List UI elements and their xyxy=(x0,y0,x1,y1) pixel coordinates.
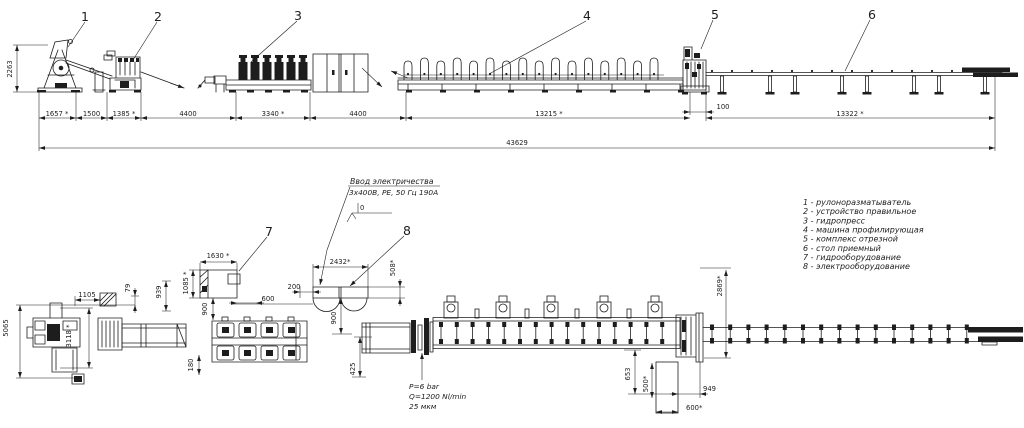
dim-949: 949 xyxy=(703,385,716,393)
uncoiler-side xyxy=(37,39,113,93)
air-note-filter: 25 мкм xyxy=(409,402,437,411)
leader-lines xyxy=(67,19,871,380)
conveyor-plan xyxy=(702,324,1023,346)
straightener-plan xyxy=(97,317,123,351)
straightener-side xyxy=(92,50,185,93)
entry-table-plan xyxy=(361,318,434,355)
legend-item-4: 4 - машина профилирующая xyxy=(803,226,924,235)
legend-item-2: 2 - устройство правильное xyxy=(803,207,916,216)
dim-5065: 5065 xyxy=(2,319,10,336)
hatched-box-plan xyxy=(99,292,117,307)
hydropress-plan xyxy=(211,316,308,363)
electrical-cabinet-plan xyxy=(312,286,369,312)
scrap-bin-plan xyxy=(655,361,679,414)
dim-900-left: 900 xyxy=(201,303,209,316)
power-note-spec: 3x400В, PE, 50 Гц 190А xyxy=(349,188,438,197)
rollformer-side xyxy=(397,57,684,93)
dim-1085: 1085 * xyxy=(182,271,190,294)
dim-2432: 2432* xyxy=(330,258,351,266)
legend-item-5: 5 - комплекс отрезной xyxy=(803,235,898,244)
dim-3340: 3340 * xyxy=(262,110,285,118)
datum-label: 0 xyxy=(360,204,364,212)
frame-plan xyxy=(121,323,187,348)
top-view: 1 2 3 4 5 6 2263 1657 * 1500 1385 * 4400… xyxy=(6,7,1018,151)
legend-item-3: 3 - гидропресс xyxy=(803,216,866,225)
dim-600-right: 600* xyxy=(686,404,703,412)
dim-653: 653 xyxy=(624,368,632,381)
hydraulic-unit-plan xyxy=(199,269,241,299)
cabinet-side xyxy=(312,53,369,93)
legend-item-7: 7 - гидрооборудование xyxy=(803,253,901,262)
datum-symbol: 0 xyxy=(346,203,392,223)
dim-939: 939 xyxy=(155,286,163,299)
legend-item-6: 6 - стол приемный xyxy=(803,244,881,253)
dim-180: 180 xyxy=(187,359,195,372)
part-label-5: 5 xyxy=(711,7,719,22)
dim-height-2263: 2263 xyxy=(6,60,14,77)
dim-508: 508* xyxy=(389,259,397,276)
cutter-plan xyxy=(675,312,704,363)
dim-13322: 13322 * xyxy=(836,110,864,118)
part-label-7: 7 xyxy=(265,224,273,239)
dim-4400-a: 4400 xyxy=(179,110,196,118)
dim-2869: 2869* xyxy=(716,275,724,296)
rollformer-plan xyxy=(432,295,681,349)
air-note-flow: Q=1200 Nl/min xyxy=(409,392,466,401)
cutter-side xyxy=(680,46,710,95)
dim-13215: 13215 * xyxy=(535,110,563,118)
dim-1385: 1385 * xyxy=(113,110,136,118)
dim-3118: 3118 * xyxy=(65,324,73,347)
part-label-6: 6 xyxy=(868,7,876,22)
dim-79: 79 xyxy=(124,284,132,293)
part-label-3: 3 xyxy=(294,8,302,23)
uncoiler-plan xyxy=(26,302,85,385)
legend-item-1: 1 - рулоноразматыватель xyxy=(803,198,911,207)
dim-1630: 1630 * xyxy=(207,252,230,260)
part-label-4: 4 xyxy=(583,8,591,23)
top-dimension-lines xyxy=(15,45,995,150)
part-label-8: 8 xyxy=(403,223,411,238)
power-note-title: Ввод электричества xyxy=(350,177,434,186)
part-label-1: 1 xyxy=(81,9,89,24)
plan-dimension-lines xyxy=(18,260,728,414)
plan-view: 0 7 8 Ввод электричества 3x400В, PE, 50 … xyxy=(2,19,1023,414)
receiving-table-side xyxy=(705,67,1018,95)
hydropress-side xyxy=(197,55,312,93)
air-note-pressure: P=6 bar xyxy=(409,382,440,391)
dim-900-mid: 900 xyxy=(330,312,338,325)
dim-200: 200 xyxy=(288,283,301,291)
dim-425: 425 xyxy=(349,363,357,376)
dim-600-left: 600 xyxy=(262,295,275,303)
dim-4400-b: 4400 xyxy=(349,110,366,118)
dim-1105: 1105 xyxy=(78,291,95,299)
dim-100: 100 xyxy=(717,103,730,111)
legend-item-8: 8 - электрооборудование xyxy=(803,262,910,271)
dim-overall-43629: 43629 xyxy=(506,139,528,147)
legend: 1 - рулоноразматыватель 2 - устройство п… xyxy=(803,198,924,271)
dim-1500: 1500 xyxy=(83,110,100,118)
part-label-2: 2 xyxy=(154,9,162,24)
dim-500: 500* xyxy=(642,375,650,392)
top-extension-lines xyxy=(13,44,996,151)
dim-1657: 1657 * xyxy=(46,110,69,118)
